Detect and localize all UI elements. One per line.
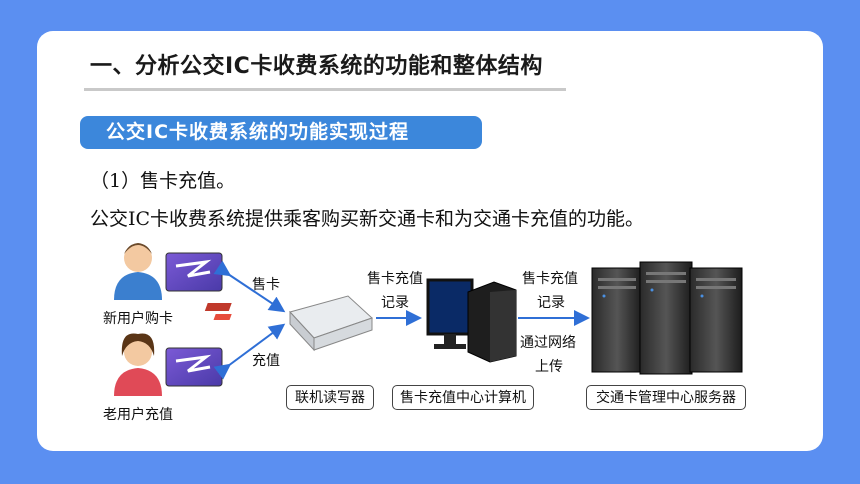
old-user-icon xyxy=(114,333,162,396)
page-title: 一、分析公交IC卡收费系统的功能和整体结构 xyxy=(90,54,543,79)
computer-box-label: 售卡充值中心计算机 xyxy=(392,385,534,410)
old-user-label: 老用户充值 xyxy=(103,407,173,423)
computer-icon xyxy=(426,278,517,363)
title-divider xyxy=(84,88,566,91)
record-label-2: 售卡充值 xyxy=(522,271,578,287)
new-user-label: 新用户购卡 xyxy=(103,311,173,327)
card-reader-icon xyxy=(204,295,373,352)
description-text: 公交IC卡收费系统提供乘客购买新交通卡和为交通卡充值的功能。 xyxy=(90,208,645,230)
record-label-2-line2: 记录 xyxy=(537,295,565,311)
reader-box-label: 联机读写器 xyxy=(286,385,374,410)
record-label-1: 售卡充值 xyxy=(367,271,423,287)
ic-card-icon xyxy=(165,252,223,292)
section-heading: 公交IC卡收费系统的功能实现过程 xyxy=(80,116,482,149)
recharge-arrow xyxy=(213,323,286,380)
server-icon xyxy=(591,261,743,375)
sell-card-arrow xyxy=(213,260,286,313)
upload-label-line2: 上传 xyxy=(535,359,563,375)
sell-card-label: 售卡 xyxy=(252,277,280,293)
ic-card-icon-2 xyxy=(165,347,223,387)
server-box-label: 交通卡管理中心服务器 xyxy=(586,385,746,410)
record-label-1-line2: 记录 xyxy=(381,295,409,311)
new-user-icon xyxy=(114,243,162,300)
point-item: （1）售卡充值。 xyxy=(90,170,236,192)
upload-label: 通过网络 xyxy=(520,335,576,351)
recharge-label: 充值 xyxy=(252,353,280,369)
